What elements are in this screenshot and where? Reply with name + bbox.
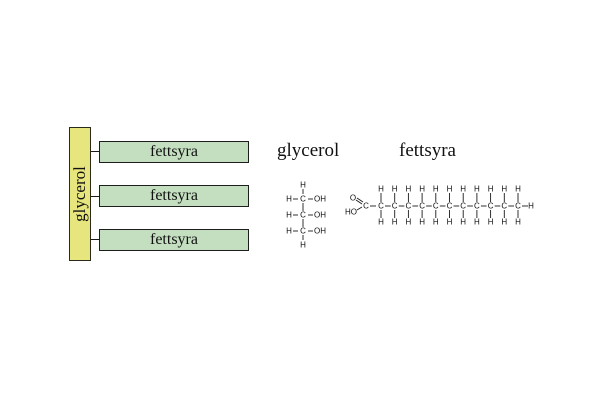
atom-c: C: [363, 202, 369, 211]
atom-c: C: [378, 202, 384, 211]
atom-h: H: [433, 185, 439, 194]
glycerol-heading: glycerol: [277, 140, 340, 161]
atom-h: H: [286, 227, 292, 236]
atom-c: C: [515, 202, 521, 211]
atom-h: H: [300, 181, 306, 190]
atom-h: H: [286, 195, 292, 204]
atom-h: H: [447, 218, 453, 227]
fatty-acid-box-3: fettsyra: [99, 229, 249, 251]
atom-c: C: [300, 195, 306, 204]
atom-h: H: [474, 218, 480, 227]
fatty-acid-box-label: fettsyra: [150, 143, 198, 160]
atom-h: H: [378, 185, 384, 194]
connector-3: [91, 239, 99, 240]
atom-h: H: [501, 218, 507, 227]
atom-c: C: [474, 202, 480, 211]
atom-oh: OH: [314, 211, 326, 220]
atom-c: C: [300, 211, 306, 220]
atom-h: H: [488, 218, 494, 227]
atom-h: H: [460, 185, 466, 194]
atom-h: H: [419, 185, 425, 194]
atom-h: H: [528, 202, 534, 211]
atom-h: H: [474, 185, 480, 194]
atom-h: H: [392, 218, 398, 227]
connector-1: [91, 151, 99, 152]
atom-h: H: [515, 185, 521, 194]
atom-h: H: [378, 218, 384, 227]
bond: [356, 206, 363, 211]
fatty-acid-heading: fettsyra: [399, 140, 456, 161]
atom-c: C: [460, 202, 466, 211]
fatty-acid-box-1: fettsyra: [99, 141, 249, 163]
double-bond: [356, 197, 364, 203]
atom-h: H: [433, 218, 439, 227]
atom-h: H: [406, 218, 412, 227]
atom-c: C: [392, 202, 398, 211]
fatty-acid-box-label: fettsyra: [150, 231, 198, 248]
atom-h: H: [300, 241, 306, 250]
atom-o: O: [350, 194, 356, 203]
atom-ho: HO: [345, 208, 357, 217]
atom-h: H: [515, 218, 521, 227]
atom-c: C: [406, 202, 412, 211]
atom-h: H: [501, 185, 507, 194]
double-bond: [355, 199, 363, 205]
atom-h: H: [447, 185, 453, 194]
atom-h: H: [406, 185, 412, 194]
atom-c: C: [447, 202, 453, 211]
atom-c: C: [501, 202, 507, 211]
atom-oh: OH: [314, 195, 326, 204]
atom-h: H: [460, 218, 466, 227]
connector-2: [91, 196, 99, 197]
atom-h: H: [392, 185, 398, 194]
fatty-acid-box-label: fettsyra: [150, 187, 198, 204]
atom-h: H: [488, 185, 494, 194]
atom-h: H: [419, 218, 425, 227]
atom-c: C: [300, 227, 306, 236]
atom-h: H: [286, 211, 292, 220]
atom-c: C: [433, 202, 439, 211]
atom-oh: OH: [314, 227, 326, 236]
atom-c: C: [488, 202, 494, 211]
atom-c: C: [419, 202, 425, 211]
fatty-acid-box-2: fettsyra: [99, 185, 249, 207]
glycerol-backbone-bar: [69, 127, 91, 261]
